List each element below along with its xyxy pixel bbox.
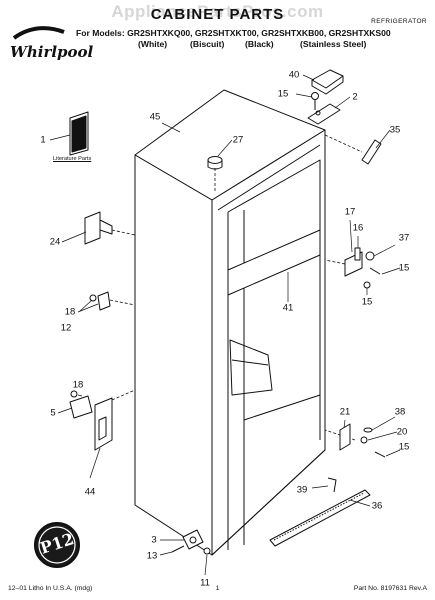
callout-45: 45 bbox=[149, 111, 161, 123]
brand-logo-swoosh-icon bbox=[12, 26, 65, 40]
callout-41: 41 bbox=[282, 302, 294, 314]
callout-1: 1 bbox=[40, 134, 46, 146]
screw-15-mid-icon bbox=[369, 267, 381, 275]
door-stop-44-icon bbox=[94, 397, 113, 451]
page-title: CABINET PARTS bbox=[150, 6, 285, 23]
roller-3-icon bbox=[182, 529, 204, 550]
top-hinge-2-icon bbox=[307, 103, 341, 125]
models-line: For Models: GR2SHTXKQ00, GR2SHTXKT00, GR… bbox=[76, 28, 391, 38]
brand-logo: Whirlpool bbox=[6, 22, 93, 72]
bracket-12-icon bbox=[97, 291, 111, 311]
callout-5: 5 bbox=[50, 407, 56, 419]
callout-15-mid-right: 15 bbox=[398, 262, 410, 274]
hinge-pin-16-icon bbox=[354, 247, 361, 261]
callout-18-upper: 18 bbox=[64, 306, 76, 318]
callout-37: 37 bbox=[398, 232, 410, 244]
footer-part-number: Part No. 8197631 Rev.A bbox=[353, 585, 427, 592]
color-white: (White) bbox=[138, 39, 168, 49]
callout-13: 13 bbox=[146, 550, 158, 562]
washer-20-icon bbox=[360, 436, 368, 444]
callout-36: 36 bbox=[371, 500, 383, 512]
footer-page-number: 1 bbox=[215, 585, 220, 592]
callout-15-low: 15 bbox=[398, 441, 410, 453]
callout-38: 38 bbox=[394, 406, 406, 418]
toe-grille-36-icon bbox=[269, 489, 371, 547]
bracket-24-icon bbox=[84, 211, 101, 245]
footer-litho: 12–01 Litho In U.S.A. (mdg) bbox=[8, 585, 93, 592]
plug-27-icon bbox=[207, 156, 223, 164]
clip-39-icon bbox=[327, 477, 337, 493]
screw-18-icon bbox=[89, 294, 97, 302]
watermark: AppliancePartsPros.com bbox=[111, 2, 324, 21]
callout-24: 24 bbox=[49, 236, 61, 248]
literature-parts-label: Literature Parts bbox=[53, 156, 92, 162]
screw-11-icon bbox=[203, 547, 211, 555]
hinge-5-icon bbox=[69, 395, 93, 419]
callout-12: 12 bbox=[60, 322, 72, 334]
cabinet-body bbox=[134, 89, 326, 556]
callout-17: 17 bbox=[344, 206, 356, 218]
washer-37-icon bbox=[365, 251, 375, 261]
category-label: REFRIGERATOR bbox=[371, 18, 427, 25]
callout-20: 20 bbox=[396, 426, 408, 438]
callout-15-mid-lower: 15 bbox=[361, 296, 373, 308]
callout-18-lower: 18 bbox=[72, 379, 84, 391]
callout-44: 44 bbox=[84, 486, 96, 498]
callout-21: 21 bbox=[339, 406, 351, 418]
callout-3: 3 bbox=[151, 534, 157, 546]
hinge-pin-38-icon bbox=[363, 427, 373, 433]
callout-40: 40 bbox=[288, 69, 300, 81]
callout-27: 27 bbox=[232, 134, 244, 146]
callout-39: 39 bbox=[296, 484, 308, 496]
bottom-hinge-21-icon bbox=[339, 423, 351, 451]
callout-11: 11 bbox=[200, 577, 210, 589]
screw-15-low-icon bbox=[374, 451, 386, 458]
screw-13-icon bbox=[171, 545, 185, 553]
color-biscuit: (Biscuit) bbox=[190, 39, 225, 49]
callout-16: 16 bbox=[352, 222, 364, 234]
hinge-pin-35-icon bbox=[361, 139, 382, 165]
brand-logo-text: Whirlpool bbox=[10, 43, 94, 61]
callout-15-top: 15 bbox=[277, 88, 289, 100]
color-black: (Black) bbox=[245, 39, 274, 49]
callout-35: 35 bbox=[389, 124, 401, 136]
callout-2: 2 bbox=[352, 91, 358, 103]
section-badge-icon bbox=[34, 522, 80, 568]
color-stainless: (Stainless Steel) bbox=[300, 39, 367, 49]
